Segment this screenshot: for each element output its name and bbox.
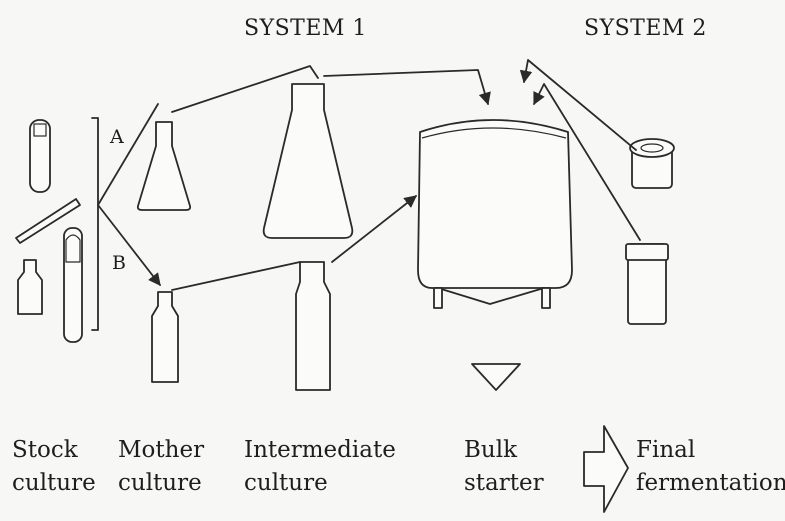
stock-tall-tube [63,227,83,343]
stage-final-line2: fermentation [636,470,785,496]
system2-can [629,138,675,189]
final-fermentation-arrow [583,425,629,513]
stock-test-tube [29,119,51,193]
stage-bulk-line2: starter [464,470,544,496]
branch-b-line [97,204,161,286]
stage-intermediate-line2: culture [244,470,328,496]
stock-bracket [91,117,99,331]
mother-bottle [151,291,179,383]
stage-mother-culture: Mother culture [118,434,204,500]
arrow-intermediate-to-bulk-a [323,69,491,106]
arrow-mother-to-intermediate-a [171,65,319,113]
stage-intermediate-line1: Intermediate [244,437,396,463]
bulk-starter-tank [417,119,573,309]
stage-intermediate-culture: Intermediate culture [244,434,396,500]
stage-stock-culture: Stock culture [12,434,96,500]
stock-pipette [15,198,81,244]
system1-header: SYSTEM 1 [244,16,367,41]
intermediate-bottle [295,261,331,391]
arrow-can-to-bulk [519,59,637,151]
intermediate-flask [262,83,354,239]
stage-final-line1: Final [636,437,696,463]
stage-stock-line2: culture [12,470,96,496]
stage-bulk-starter: Bulk starter [464,434,544,500]
mother-flask [136,121,192,211]
arrow-jar-to-bulk [533,83,641,241]
system2-header: SYSTEM 2 [584,16,707,41]
bulk-down-arrow [471,363,521,391]
stage-bulk-line1: Bulk [464,437,518,463]
stock-tall-tube-cap [65,234,81,263]
stock-small-bottle [17,259,43,315]
stage-final-fermentation: Final fermentation [636,434,785,500]
system2-jar [625,243,669,325]
branch-a-line [97,103,159,206]
arrow-intermediate-to-bulk-b [331,195,417,263]
branch-b-label: B [112,252,126,274]
stage-mother-line1: Mother [118,437,205,463]
stage-stock-line1: Stock [12,437,78,463]
branch-a-label: A [110,126,124,148]
arrow-mother-to-intermediate-b [171,261,301,291]
stock-test-tube-cap [33,123,47,137]
stage-mother-line2: culture [118,470,202,496]
stock-culture-vessels [15,117,99,343]
